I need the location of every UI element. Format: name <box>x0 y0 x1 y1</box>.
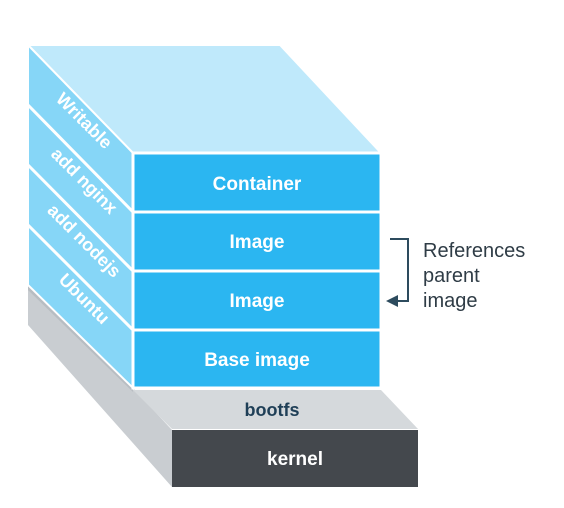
layer-image-bottom <box>131 269 383 332</box>
layer-image-bottom-label: Image <box>230 291 285 312</box>
layer-image-top-label: Image <box>230 232 285 253</box>
gray-side-face <box>28 285 172 487</box>
layer-base-image <box>131 328 383 390</box>
layer-kernel-label: kernel <box>267 449 323 470</box>
layer-kernel <box>172 430 418 487</box>
layer-container <box>131 151 383 214</box>
layer-bootfs-label: bootfs <box>245 400 300 420</box>
layer-base-image-label: Base image <box>204 350 310 371</box>
layer-image-top <box>131 210 383 273</box>
side-divider-1 <box>26 103 135 214</box>
annotation-line-1: References <box>423 240 525 262</box>
layer-bootfs <box>133 390 418 429</box>
annotation-line-3: image <box>423 290 477 312</box>
reference-bracket <box>390 238 409 302</box>
side-divider-2 <box>26 163 135 273</box>
reference-arrow-icon <box>386 295 398 307</box>
side-divider-3 <box>26 223 135 332</box>
layer-container-label: Container <box>213 174 302 195</box>
annotation-line-2: parent <box>423 265 480 287</box>
